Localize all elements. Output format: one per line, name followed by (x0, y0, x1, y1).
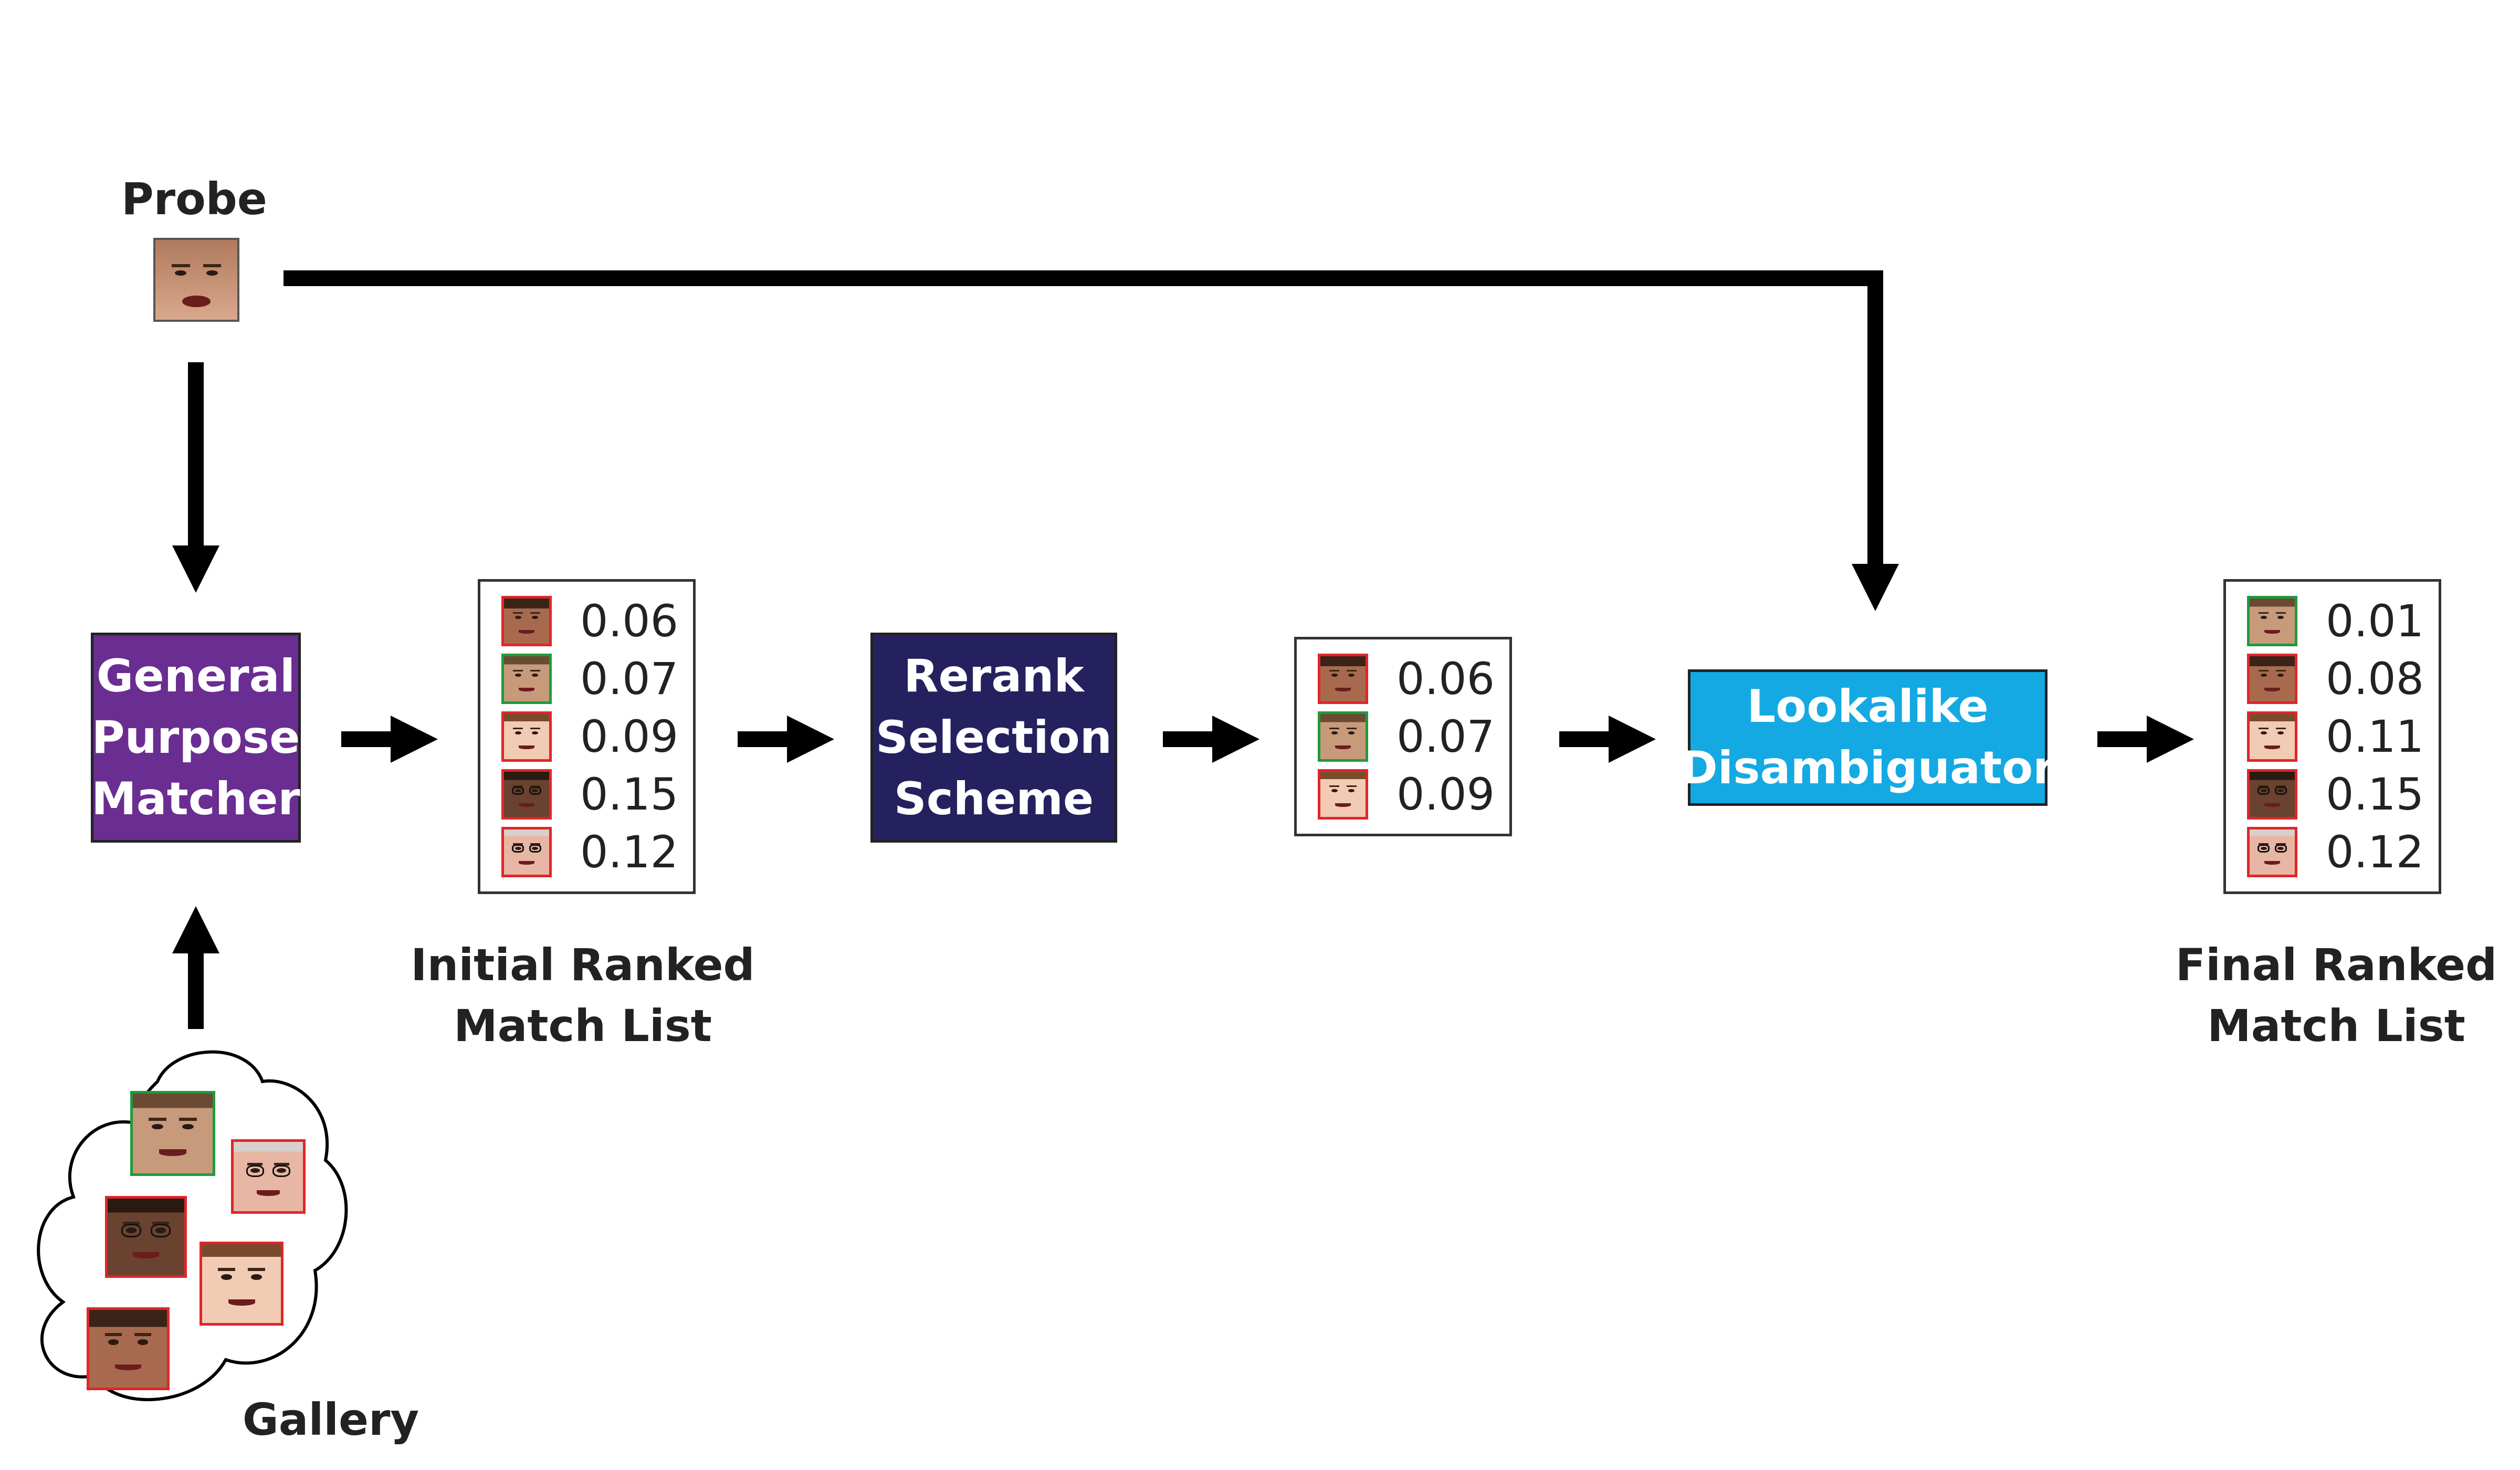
final-ranked-match-list-label: Final Ranked Match List (2175, 939, 2497, 1052)
match-list-row: 0.06 (501, 595, 678, 647)
face-man-dark-hair-icon (501, 596, 552, 646)
face-man-dark-hair-icon (87, 1307, 170, 1390)
face-man-dark-skin-icon (2247, 769, 2297, 820)
match-score: 0.12 (2326, 826, 2424, 878)
face-woman-smiling-icon (1318, 769, 1368, 820)
match-score: 0.12 (580, 826, 679, 878)
match-score: 0.08 (2326, 653, 2424, 705)
disambiguator-line-1: Lookalike (1747, 680, 1989, 733)
matcher-line-2: Purpose (91, 711, 300, 764)
match-score: 0.11 (2326, 711, 2424, 762)
rerank-line-1: Rerank (904, 649, 1084, 702)
probe-label: Probe (121, 173, 267, 225)
face-man-young-icon (501, 654, 552, 704)
match-list-row: 0.09 (1318, 768, 1495, 821)
match-list-row: 0.11 (2247, 710, 2424, 763)
match-score: 0.09 (580, 711, 679, 762)
match-list-row: 0.09 (501, 710, 678, 763)
final-ranked-match-list: 0.01 0.08 0.11 0.15 0.12 (2223, 579, 2441, 894)
face-man-young-icon (1318, 711, 1368, 762)
initial-ranked-match-list-label: Initial Ranked Match List (411, 939, 755, 1052)
rerank-selection-scheme-box: Rerank Selection Scheme (870, 633, 1117, 843)
match-list-row: 0.15 (501, 768, 678, 821)
match-score: 0.06 (1396, 653, 1495, 705)
face-woman-smiling-icon (200, 1242, 284, 1326)
face-man-young-icon (130, 1091, 215, 1176)
match-score: 0.06 (580, 595, 679, 647)
match-list-row: 0.06 (1318, 653, 1495, 705)
matcher-line-3: Matcher (91, 772, 300, 825)
reranked-subset-list: 0.06 0.07 0.09 (1294, 637, 1512, 836)
match-list-row: 0.08 (2247, 653, 2424, 705)
match-list-row: 0.07 (1318, 710, 1495, 763)
face-woman-smiling-icon (501, 711, 552, 762)
face-man-glasses-icon (501, 827, 552, 877)
face-man-young-icon (2247, 596, 2297, 646)
match-score: 0.01 (2326, 595, 2424, 647)
match-list-row: 0.01 (2247, 595, 2424, 647)
face-man-dark-hair-icon (2247, 654, 2297, 704)
rerank-line-3: Scheme (894, 772, 1094, 825)
initial-ranked-match-list: 0.06 0.07 0.09 0.15 0.12 (478, 579, 696, 894)
face-man-dark-skin-icon (501, 769, 552, 820)
gallery-label: Gallery (242, 1394, 419, 1445)
match-score: 0.07 (1396, 711, 1495, 762)
general-purpose-matcher-box: General Purpose Matcher (91, 633, 301, 843)
face-man-glasses-icon (231, 1139, 306, 1214)
match-list-row: 0.12 (501, 826, 678, 878)
face-man-dark-hair-icon (1318, 654, 1368, 704)
face-man-dark-skin-icon (105, 1196, 187, 1278)
match-list-row: 0.15 (2247, 768, 2424, 821)
probe-face-image (153, 238, 239, 322)
rerank-line-2: Selection (876, 711, 1112, 764)
face-woman-smiling-icon (2247, 711, 2297, 762)
lookalike-disambiguator-box: Lookalike Disambiguator (1680, 669, 2055, 806)
match-score: 0.15 (580, 769, 679, 820)
match-score: 0.09 (1396, 769, 1495, 820)
match-score: 0.15 (2326, 769, 2424, 820)
match-score: 0.07 (580, 653, 679, 705)
face-man-glasses-icon (2247, 827, 2297, 877)
matcher-line-1: General (96, 649, 296, 702)
match-list-row: 0.12 (2247, 826, 2424, 878)
match-list-row: 0.07 (501, 653, 678, 705)
arrow-probe-to-disambiguator (284, 270, 1899, 611)
disambiguator-line-2: Disambiguator (1680, 742, 2055, 794)
